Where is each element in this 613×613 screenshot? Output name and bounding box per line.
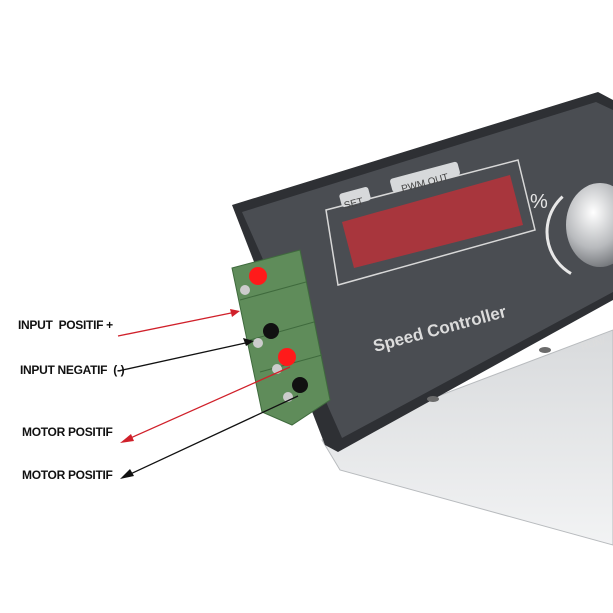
set-badge xyxy=(339,187,371,207)
arrow-motor-positive xyxy=(120,366,291,443)
set-label: SET xyxy=(343,196,365,212)
arrow-input-negative xyxy=(117,338,254,372)
label-motor-positive: MOTOR POSITIF xyxy=(22,425,113,439)
arrow-motor-negative xyxy=(120,395,299,479)
display-frame xyxy=(325,159,536,286)
front-panel xyxy=(242,102,613,438)
speed-knob[interactable] xyxy=(566,183,613,267)
percent-symbol: % xyxy=(530,191,548,213)
red-marker-input-positive xyxy=(249,267,267,285)
red-marker-motor-positive xyxy=(278,348,296,366)
led-display xyxy=(342,175,523,268)
black-marker-motor xyxy=(292,377,308,393)
label-input-positive: INPUT POSITIF + xyxy=(18,318,113,332)
label-input-negative: INPUT NEGATIF (-) xyxy=(20,363,125,377)
aluminum-housing xyxy=(321,329,613,546)
arrow-input-positive xyxy=(117,309,240,337)
knob-ring xyxy=(545,182,613,282)
label-motor-second: MOTOR POSITIF xyxy=(22,468,113,482)
screw xyxy=(427,396,439,402)
screw xyxy=(539,347,551,353)
pwm-badge xyxy=(390,161,460,193)
black-marker-input-negative xyxy=(263,323,279,339)
